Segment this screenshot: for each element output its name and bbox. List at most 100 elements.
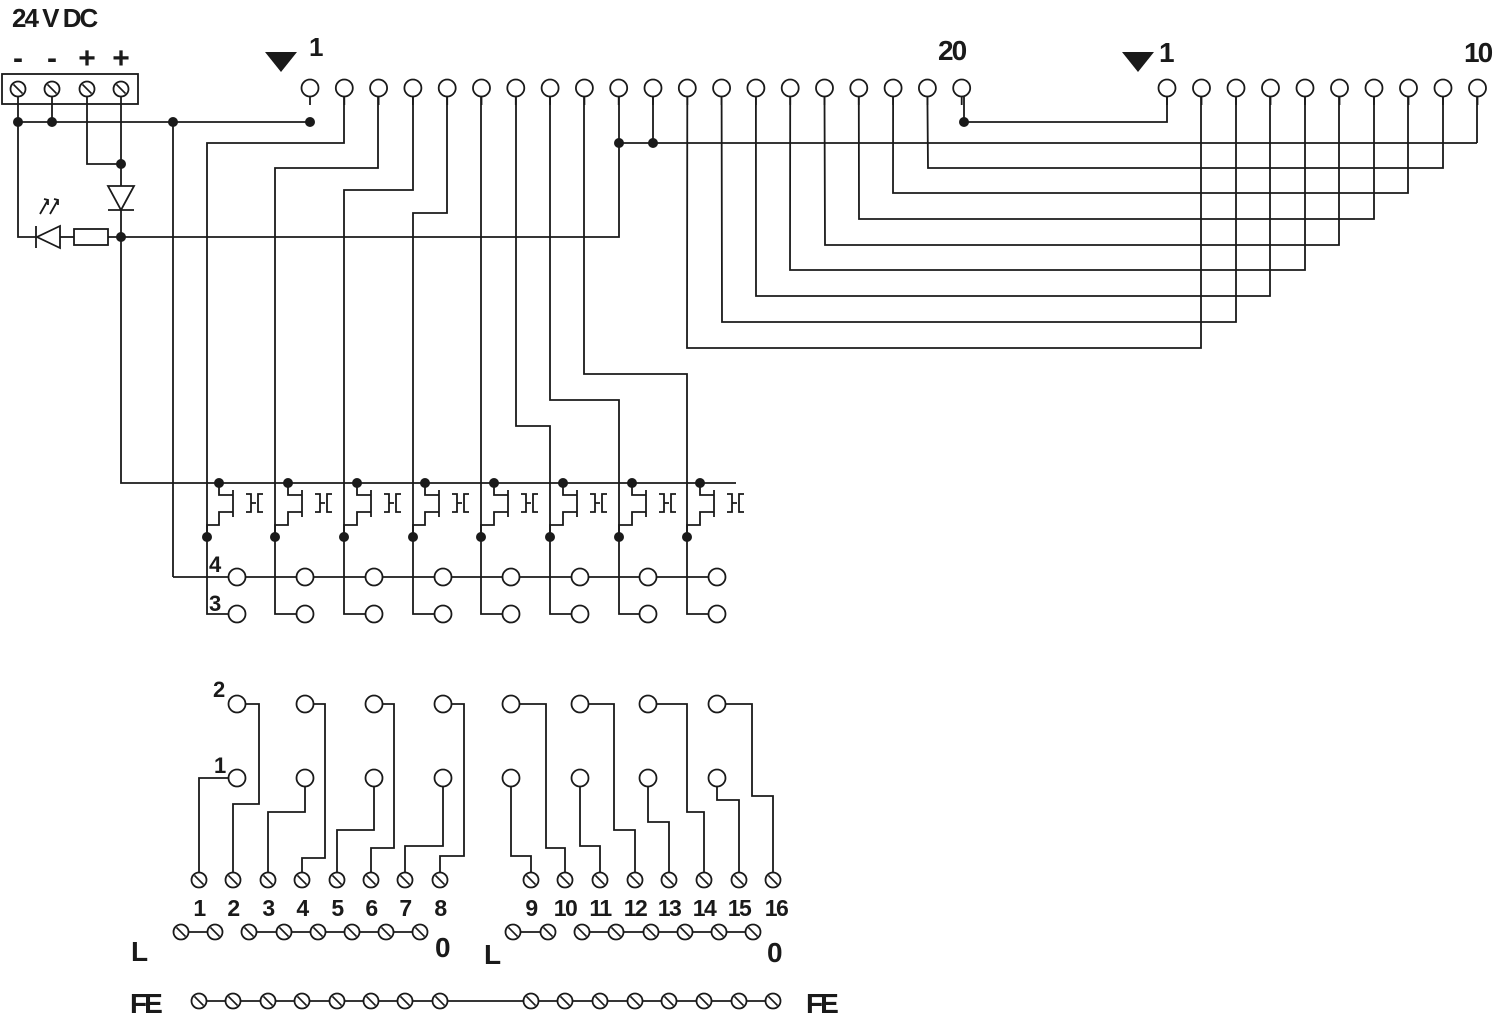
terminal-number: 1 <box>193 895 206 921</box>
junction-dot <box>13 117 23 127</box>
screw-slot <box>663 874 675 886</box>
screw-slot <box>346 926 358 938</box>
cross-wire <box>857 95 1375 220</box>
terminal-pin <box>403 78 423 98</box>
terminal-number: 15 <box>728 895 752 921</box>
terminal-number: 9 <box>525 895 537 921</box>
supply-terminal-block <box>1 73 139 105</box>
terminal-number: 14 <box>693 895 717 921</box>
junction-dot <box>614 532 624 542</box>
light-emission-icon <box>39 198 59 215</box>
terminal-number: 11 <box>589 895 612 921</box>
terminal-number: 6 <box>365 895 377 921</box>
junction-dots <box>13 117 969 542</box>
terminal-number: 5 <box>331 895 344 921</box>
terminal-number-labels: 1 2 3 4 5 6 7 8 9 10 11 12 13 14 15 16 <box>193 895 789 921</box>
led-cathode-wire <box>17 122 36 238</box>
terminal-number: 13 <box>658 895 681 921</box>
terminal-pin <box>433 694 453 714</box>
relay-wire <box>515 96 551 537</box>
relay-wire <box>206 96 345 537</box>
cross-wire <box>789 95 1306 271</box>
terminal-pin <box>227 768 247 788</box>
cross-wire <box>926 95 1444 169</box>
terminal-number: 2 <box>227 895 239 921</box>
screw-slot <box>434 874 446 886</box>
terminal-pin <box>570 768 590 788</box>
screw-slot <box>559 874 571 886</box>
screw-slot <box>747 926 759 938</box>
upper-terminal-row-1-label: 1 <box>214 753 226 778</box>
terminal-pin <box>570 694 590 714</box>
component-symbols <box>1 73 744 517</box>
screw-slot <box>414 926 426 938</box>
screw-slot <box>380 926 392 938</box>
terminal-pin <box>638 768 658 788</box>
terminal-pin <box>643 78 663 98</box>
junction-dot <box>305 117 315 127</box>
screw-slot <box>312 926 324 938</box>
relay-row-3-label: 3 <box>209 591 221 616</box>
terminal-number: 7 <box>399 895 411 921</box>
upper-wire <box>579 786 601 872</box>
terminal-pin <box>815 78 834 98</box>
terminal-pin <box>540 78 560 98</box>
junction-dot <box>627 478 637 488</box>
relay-contact-wire <box>480 511 508 537</box>
terminal-pin <box>570 567 590 587</box>
junction-dot <box>168 117 178 127</box>
terminal-pin <box>227 567 247 587</box>
supply-polarity-1: - <box>13 42 23 75</box>
terminal-pin <box>364 768 384 788</box>
junction-dot <box>959 117 969 127</box>
negative-bus <box>17 89 310 123</box>
resistor-icon <box>73 228 109 246</box>
terminal-pin <box>677 78 697 98</box>
junction-dot <box>695 478 705 488</box>
upper-wire <box>370 703 395 872</box>
screw-slot <box>576 926 588 938</box>
terminal-pin <box>295 567 315 587</box>
screw-slot <box>399 995 411 1007</box>
upper-wire <box>267 786 306 872</box>
screw-slot <box>629 995 641 1007</box>
connector-link-wire <box>963 96 1168 123</box>
screw-slot <box>434 995 446 1007</box>
bus-right-0-label: 0 <box>767 937 783 968</box>
terminal-pin <box>638 604 658 624</box>
screw-slot <box>767 995 779 1007</box>
relay-coil-bus <box>120 210 736 484</box>
bus-left-0-label: 0 <box>435 932 451 963</box>
relay-contact-wire <box>618 511 646 537</box>
junction-dot <box>116 232 126 242</box>
relay-contact-wire <box>343 511 371 537</box>
positive-link <box>86 97 121 165</box>
upper-terminal-row-2-label: 2 <box>213 677 225 702</box>
terminal-pin <box>227 604 247 624</box>
junction-dot <box>214 478 224 488</box>
relay-coil-icon <box>452 493 469 513</box>
screw-slot <box>209 926 221 938</box>
cross-wire <box>892 95 1409 194</box>
terminal-pin <box>300 78 320 98</box>
terminal-pin <box>295 768 315 788</box>
terminal-pin <box>638 694 658 714</box>
terminal-pin <box>918 78 937 98</box>
contact-3-wire <box>343 537 374 615</box>
screw-slot <box>663 995 675 1007</box>
screw-slot <box>713 926 725 938</box>
junction-dot <box>648 138 658 148</box>
supply-polarity-4: + <box>112 42 130 75</box>
upper-wire <box>336 786 375 872</box>
screw-slot <box>296 995 308 1007</box>
junction-dot <box>339 532 349 542</box>
screw-slot <box>629 874 641 886</box>
led-icon <box>34 224 61 250</box>
relay-contact-wire <box>549 511 577 537</box>
terminal-pin <box>334 78 354 98</box>
screw-slot <box>296 874 308 886</box>
terminal-pin <box>570 604 590 624</box>
terminal-pin <box>295 604 315 624</box>
terminal-pin <box>437 78 457 98</box>
terminal-number: 8 <box>434 895 447 921</box>
